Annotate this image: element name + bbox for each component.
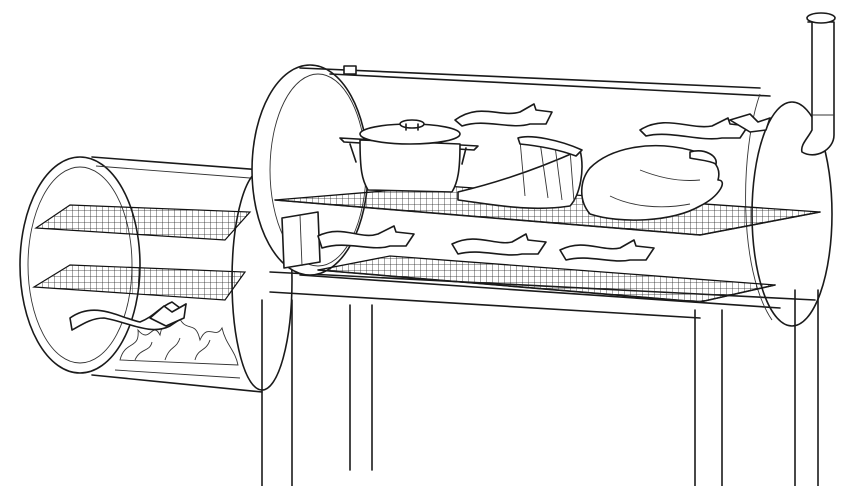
firebox-grates xyxy=(34,205,250,300)
chimney xyxy=(802,13,835,155)
firebox xyxy=(20,157,292,392)
airflow-arrow xyxy=(455,104,552,126)
lower-grate xyxy=(318,256,775,302)
airflow-arrow xyxy=(452,234,546,255)
airflow-arrow xyxy=(560,240,654,261)
